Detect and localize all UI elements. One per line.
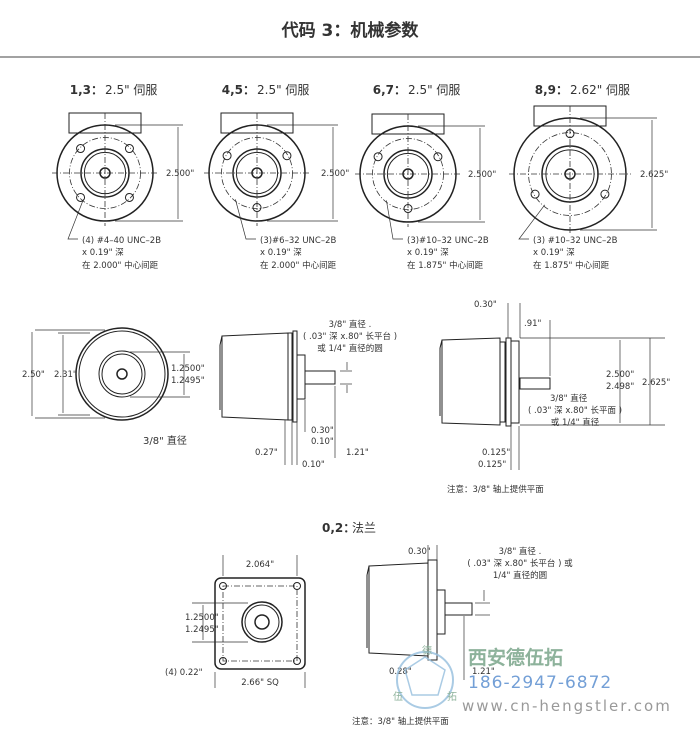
logo-char-3: 拓 (447, 691, 457, 703)
side-view: 3/8" 直径 . ( .03" 深 x.80" 长平台 ) 或 1/4" 直径… (219, 319, 397, 470)
shaft-note-3: 或 1/4" 直径的圆 (317, 343, 383, 354)
servo-desc: 2.5" 伺服 (257, 83, 309, 97)
flange-dim-028: 0.28" (389, 667, 412, 677)
servo-code: 4,5： (222, 83, 255, 97)
flange-desc: 法兰 (352, 521, 376, 535)
flange-dim-121: 1.21" (472, 667, 495, 677)
mounting-hole (76, 144, 86, 154)
servo-dim-2500: 2.500" (606, 370, 634, 380)
watermark-phone: 186-2947-6872 (468, 673, 612, 693)
servo-note: 在 2.000" 中心间距 (260, 260, 337, 271)
servo-note: (3)#10–32 UNC–2B (407, 236, 489, 246)
shaft-diameter-label: 3/8" 直径 (143, 434, 187, 447)
mounting-hole (222, 151, 232, 161)
flange-shaft-note-3: 1/4" 直径的圆 (493, 570, 547, 581)
servo-side-view: 0.30" .91" 2.500" 2.498" 2.625" 3/8" 直径 … (439, 300, 670, 495)
servo-shaft-note-2: ( .03" 深 x.80" 长平面 ) (528, 405, 622, 416)
servo-dim-091: .91" (524, 319, 542, 329)
servo-dim-2625: 2.625" (642, 378, 670, 388)
servo-note: (3) #10–32 UNC–2B (533, 236, 618, 246)
servo-shaft-note-1: 3/8" 直径 (550, 393, 588, 404)
servo-note: 在 2.000" 中心间距 (82, 260, 159, 271)
flange-views: 0,2： 法兰 2.064" 1.2500" 1.2495" (4) 0.22"… (165, 521, 573, 727)
flange-shaft-note-1: 3/8" 直径 . (499, 546, 542, 557)
servo-dim-030: 0.30" (474, 300, 497, 310)
servo-shaft-note-3: 或 1/4" 直径 (551, 417, 600, 428)
servo-desc: 2.62" 伺服 (570, 83, 630, 97)
dim-030: 0.30" (311, 426, 334, 436)
servo-desc: 2.5" 伺服 (105, 83, 157, 97)
servo-dim: 2.625" (640, 170, 668, 180)
dim-010b: 0.10" (302, 460, 325, 470)
watermark-logo-icon (396, 651, 454, 709)
flange-holes: (4) 0.22" (165, 668, 203, 678)
flange-footnote: 注意：3/8" 轴上提供平面 (352, 716, 449, 727)
dim-pilot-max: 1.2500" (171, 364, 205, 374)
dim-pilot-min: 1.2495" (171, 376, 205, 386)
watermark-url: www.cn-hengstler.com (462, 697, 672, 715)
servo-view-3: 2.500" 6,7：2.5" 伺服 (3)#10–32 UNC–2B x 0.19"… (355, 83, 496, 271)
servo-code: 6,7： (373, 83, 406, 97)
flange-pilot-max: 1.2500" (185, 613, 219, 623)
servo-desc: 2.5" 伺服 (408, 83, 460, 97)
servo-note: x 0.19" 深 (533, 248, 575, 258)
servo-code: 1,3： (70, 83, 103, 97)
flange-dim-030: 0.30" (408, 547, 431, 557)
servo-footnote: 注意：3/8" 轴上提供平面 (447, 484, 544, 495)
mounting-hole (282, 151, 292, 161)
dim-inner: 2.31" (54, 370, 77, 380)
shaft-note-1: 3/8" 直径 . (329, 319, 372, 330)
servo-note: x 0.19" 深 (260, 248, 302, 258)
mounting-hole (600, 189, 610, 199)
mounting-hole (530, 189, 540, 199)
flange-dim-2064: 2.064" (246, 560, 274, 570)
servo-note: 在 1.875" 中心间距 (407, 260, 484, 271)
servo-code: 8,9： (535, 83, 568, 97)
mounting-hole (433, 152, 443, 162)
servo-dim: 2.500" (468, 170, 496, 180)
mounting-hole (124, 192, 134, 202)
flange-size: 2.66" SQ (241, 678, 279, 688)
servo-view-2: 2.500" 4,5：2.5" 伺服 (3)#6–32 UNC–2B x 0.19" … (204, 83, 349, 271)
servo-dim-2498: 2.498" (606, 382, 634, 392)
servo-view-4: 2.625" 8,9：2.62" 伺服 (3) #10–32 UNC–2B x 0.1… (509, 83, 668, 271)
mounting-hole (403, 204, 413, 214)
servo-note: (3)#6–32 UNC–2B (260, 236, 337, 246)
mounting-hole (124, 144, 134, 154)
mounting-hole (76, 192, 86, 202)
shaft-note-2: ( .03" 深 x.80" 长平台 ) (303, 331, 397, 342)
watermark-company: 西安德伍拓 (468, 646, 563, 669)
mounting-hole (373, 152, 383, 162)
dim-outer: 2.50" (22, 370, 45, 380)
servo-note: x 0.19" 深 (407, 248, 449, 258)
logo-char-2: 伍 (393, 691, 403, 703)
servo-dim: 2.500" (321, 169, 349, 179)
mounting-hole (252, 203, 262, 213)
dim-027: 0.27" (255, 448, 278, 458)
servo-dim-0125b: 0.125" (478, 460, 506, 470)
servo-dim-0125a: 0.125" (482, 448, 510, 458)
flange-pilot-min: 1.2495" (185, 625, 219, 635)
flange-shaft-note-2: ( .03" 深 x.80" 长平台 ) 或 (467, 558, 573, 569)
mounting-hole (565, 129, 575, 139)
flange-code: 0,2： (322, 521, 355, 535)
servo-front-views: 2.500"1,3：2.5" 伺服(4) #4–40 UNC–2Bx 0.19"… (52, 83, 668, 271)
servo-dim: 2.500" (166, 169, 194, 179)
logo-char-1: 德 (422, 644, 432, 657)
servo-note: (4) #4–40 UNC–2B (82, 236, 161, 246)
servo-note: 在 1.875" 中心间距 (533, 260, 610, 271)
page-title: 代码 3：机械参数 (281, 20, 420, 41)
servo-note: x 0.19" 深 (82, 248, 124, 258)
dim-010a: 0.10" (311, 437, 334, 447)
watermark: 德 伍 拓 西安德伍拓 186-2947-6872 www.cn-hengstl… (393, 644, 672, 715)
servo-view-1: 2.500" 1,3：2.5" 伺服 (4) #4–40 UNC–2B x 0.19"… (52, 83, 194, 271)
front-view: 2.50" 2.31" 1.2500" 1.2495" 3/8" 直径 (22, 327, 205, 447)
dim-121: 1.21" (346, 448, 369, 458)
